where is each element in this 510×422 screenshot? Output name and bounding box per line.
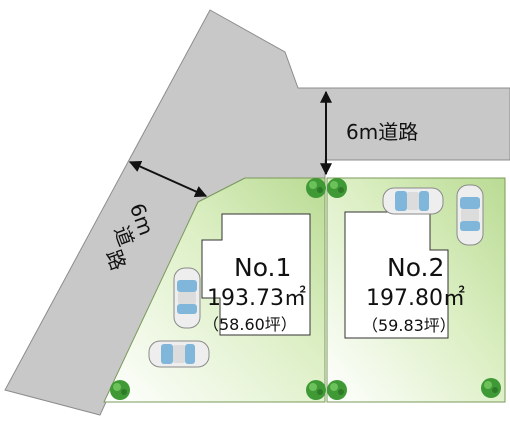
tree-icon xyxy=(306,178,326,198)
tree-icon xyxy=(110,380,130,400)
car-icon xyxy=(382,187,444,215)
lot-2-number: No.2 xyxy=(387,253,444,282)
left-road-width-arrow xyxy=(128,160,208,198)
lot-1-building-outline xyxy=(201,213,311,336)
tree-icon xyxy=(327,380,347,400)
tree-icon xyxy=(481,378,501,398)
lot-2-tsubo: （59.83坪） xyxy=(362,316,456,335)
tree-icon xyxy=(327,178,347,198)
car-icon xyxy=(148,340,210,368)
car-icon xyxy=(456,184,484,246)
tree-icon xyxy=(306,380,326,400)
car-icon xyxy=(173,267,201,329)
lot-1-area: 193.73㎡ xyxy=(207,285,306,311)
top-road-label: 6m道路 xyxy=(346,120,418,144)
lot-1-number: No.1 xyxy=(234,253,291,282)
lot-2-area: 197.80㎡ xyxy=(366,285,465,311)
lot-1-tsubo: （58.60坪） xyxy=(203,315,297,334)
